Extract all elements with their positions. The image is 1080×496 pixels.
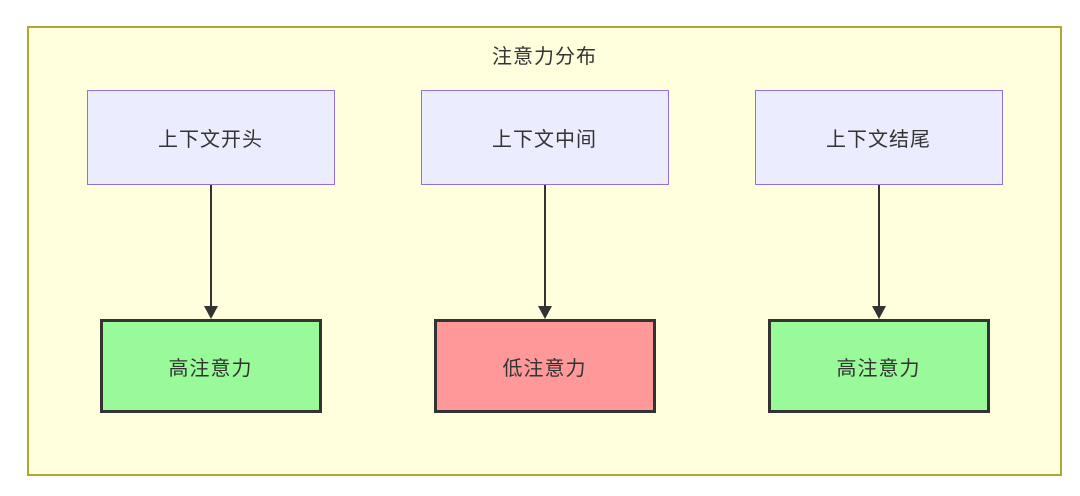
diagram-title: 注意力分布	[492, 46, 597, 68]
arrow-down-icon	[203, 185, 218, 319]
arrow-line	[877, 185, 880, 306]
node-low-attention: 低注意力	[433, 319, 656, 413]
flow-column-context-start: 上下文开头 高注意力	[86, 90, 335, 413]
arrow-line	[543, 185, 546, 306]
flow-column-context-end: 上下文结尾 高注意力	[754, 90, 1003, 413]
arrow-head	[203, 306, 218, 319]
arrow-line	[209, 185, 212, 306]
node-high-attention-2: 高注意力	[767, 319, 990, 413]
diagram-columns: 上下文开头 高注意力 上下文中间 低注意力 上下文结尾 高注意力	[29, 90, 1060, 413]
arrow-head	[537, 306, 552, 319]
node-context-end: 上下文结尾	[754, 90, 1003, 185]
attention-distribution-diagram: 注意力分布 上下文开头 高注意力 上下文中间 低注意力 上下文结尾 高注	[27, 26, 1062, 476]
arrow-down-icon	[537, 185, 552, 319]
flow-column-context-middle: 上下文中间 低注意力	[420, 90, 669, 413]
node-high-attention-1: 高注意力	[99, 319, 322, 413]
node-context-start: 上下文开头	[86, 90, 335, 185]
node-context-middle: 上下文中间	[420, 90, 669, 185]
arrow-head	[871, 306, 886, 319]
arrow-down-icon	[871, 185, 886, 319]
